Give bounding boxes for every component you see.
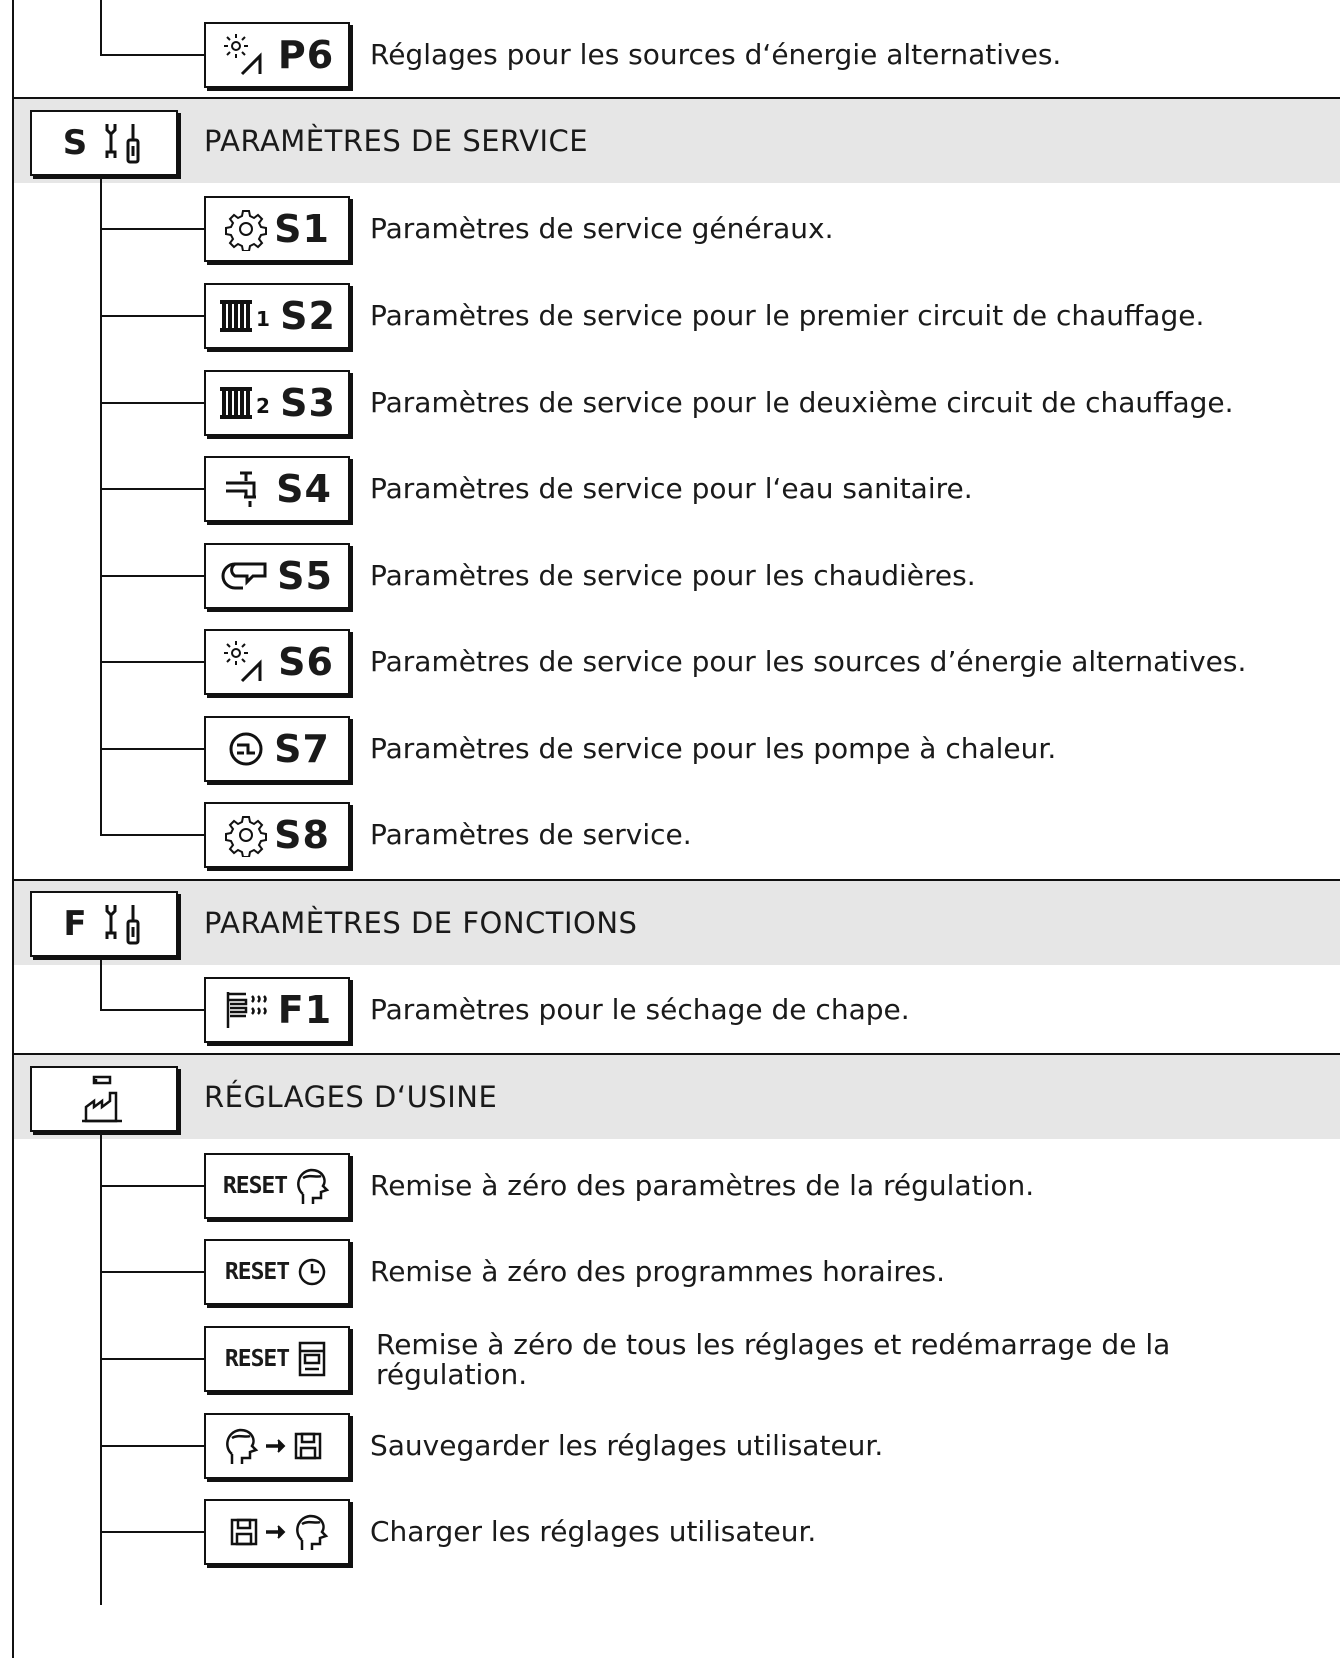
section-band-functions bbox=[14, 881, 1340, 965]
section-letter: F bbox=[63, 904, 87, 944]
item-description: Paramètres de service pour les pompe à c… bbox=[370, 732, 1057, 765]
menu-item-s8[interactable]: S8 bbox=[204, 802, 350, 868]
menu-item-s4[interactable]: S4 bbox=[204, 456, 350, 522]
screed-drying-icon bbox=[222, 988, 272, 1032]
menu-item-p6[interactable]: P6 bbox=[204, 22, 350, 88]
item-code: S6 bbox=[278, 640, 334, 684]
tools-icon bbox=[101, 120, 145, 166]
item-description: Paramètres de service pour le deuxième c… bbox=[370, 386, 1234, 419]
section-badge-factory bbox=[30, 1066, 178, 1132]
radiator-2-icon: 2 bbox=[218, 381, 274, 425]
tree-line bbox=[100, 0, 102, 55]
item-code: RESET bbox=[224, 1259, 290, 1285]
section-title: PARAMÈTRES DE FONCTIONS bbox=[204, 906, 638, 940]
item-description: Remise à zéro des programmes horaires. bbox=[370, 1255, 946, 1288]
section-band-service bbox=[14, 99, 1340, 183]
tree-branch bbox=[100, 228, 204, 230]
tree-line bbox=[100, 1131, 102, 1605]
menu-item-f1[interactable]: F1 bbox=[204, 977, 350, 1043]
section-title: RÉGLAGES D‘USINE bbox=[204, 1080, 498, 1114]
clock-icon bbox=[295, 1252, 329, 1292]
item-description: Paramètres de service généraux. bbox=[370, 212, 834, 245]
menu-item-s1[interactable]: S1 bbox=[204, 196, 350, 262]
table-frame bbox=[12, 0, 1340, 1658]
tools-icon bbox=[101, 901, 145, 947]
item-description: Sauvegarder les réglages utilisateur. bbox=[370, 1429, 884, 1462]
tree-branch bbox=[100, 661, 204, 663]
item-code: RESET bbox=[224, 1346, 290, 1372]
controller-icon bbox=[295, 1337, 329, 1381]
gear-icon bbox=[224, 207, 268, 251]
boiler-icon bbox=[221, 554, 271, 598]
item-description: Paramètres de service pour l‘eau sanitai… bbox=[370, 472, 973, 505]
save-user-settings-button[interactable] bbox=[204, 1413, 350, 1479]
item-code: S2 bbox=[280, 294, 336, 338]
tree-branch bbox=[100, 834, 204, 836]
tree-line bbox=[100, 174, 102, 835]
row-divider bbox=[12, 879, 1340, 881]
svg-text:1: 1 bbox=[256, 307, 270, 331]
section-band-factory bbox=[14, 1055, 1340, 1139]
reset-parameters-button[interactable]: RESET bbox=[204, 1153, 350, 1219]
tree-branch bbox=[100, 402, 204, 404]
section-badge-functions: F bbox=[30, 891, 178, 957]
radiator-1-icon: 1 bbox=[218, 294, 274, 338]
tree-branch bbox=[100, 315, 204, 317]
item-code: RESET bbox=[222, 1173, 288, 1199]
item-code: S1 bbox=[274, 207, 330, 251]
solar-icon bbox=[220, 32, 272, 78]
reset-schedules-button[interactable]: RESET bbox=[204, 1239, 350, 1305]
menu-item-s5[interactable]: S5 bbox=[204, 543, 350, 609]
item-description: Paramètres de service pour le premier ci… bbox=[370, 299, 1205, 332]
menu-item-s3[interactable]: 2 S3 bbox=[204, 370, 350, 436]
tree-branch bbox=[100, 1445, 204, 1447]
faucet-icon bbox=[222, 467, 270, 511]
svg-text:2: 2 bbox=[256, 394, 270, 418]
tree-branch bbox=[100, 488, 204, 490]
item-description: Paramètres de service pour les chaudière… bbox=[370, 559, 976, 592]
tree-branch bbox=[100, 1185, 204, 1187]
tree-branch bbox=[100, 1009, 204, 1011]
menu-item-s2[interactable]: 1 S2 bbox=[204, 283, 350, 349]
tree-line bbox=[100, 955, 102, 1010]
section-letter: S bbox=[62, 123, 88, 163]
item-description: Paramètres de service pour les sources d… bbox=[370, 645, 1247, 678]
section-badge-service: S bbox=[30, 110, 178, 176]
tree-branch bbox=[100, 748, 204, 750]
menu-item-s6[interactable]: S6 bbox=[204, 629, 350, 695]
row-divider bbox=[12, 1053, 1340, 1055]
row-divider bbox=[12, 97, 1340, 99]
item-description: Remise à zéro des paramètres de la régul… bbox=[370, 1169, 1035, 1202]
tree-branch bbox=[100, 575, 204, 577]
user-to-save-icon bbox=[222, 1424, 332, 1468]
tree-branch bbox=[100, 1271, 204, 1273]
item-description: Paramètres pour le séchage de chape. bbox=[370, 993, 910, 1026]
item-code: F1 bbox=[277, 988, 333, 1032]
item-code: P6 bbox=[277, 33, 335, 77]
item-code: S3 bbox=[280, 381, 336, 425]
tree-branch bbox=[100, 1358, 204, 1360]
reset-all-button[interactable]: RESET bbox=[204, 1326, 350, 1392]
item-code: S5 bbox=[277, 554, 333, 598]
solar-icon bbox=[220, 639, 272, 685]
item-code: S7 bbox=[274, 727, 330, 771]
tree-branch bbox=[100, 1531, 204, 1533]
item-description: Remise à zéro de tous les réglages et re… bbox=[376, 1328, 1171, 1391]
heat-pump-icon bbox=[224, 727, 268, 771]
item-description: Paramètres de service. bbox=[370, 818, 692, 851]
section-title: PARAMÈTRES DE SERVICE bbox=[204, 124, 589, 158]
menu-item-s7[interactable]: S7 bbox=[204, 716, 350, 782]
item-description: Charger les réglages utilisateur. bbox=[370, 1515, 817, 1548]
item-code: S8 bbox=[274, 813, 330, 857]
factory-icon bbox=[76, 1073, 132, 1125]
item-code: S4 bbox=[276, 467, 332, 511]
item-description: Réglages pour les sources d‘énergie alte… bbox=[370, 38, 1062, 71]
user-head-icon bbox=[293, 1164, 331, 1208]
save-to-user-icon bbox=[222, 1510, 332, 1554]
gear-icon bbox=[224, 813, 268, 857]
load-user-settings-button[interactable] bbox=[204, 1499, 350, 1565]
tree-branch bbox=[100, 54, 204, 56]
